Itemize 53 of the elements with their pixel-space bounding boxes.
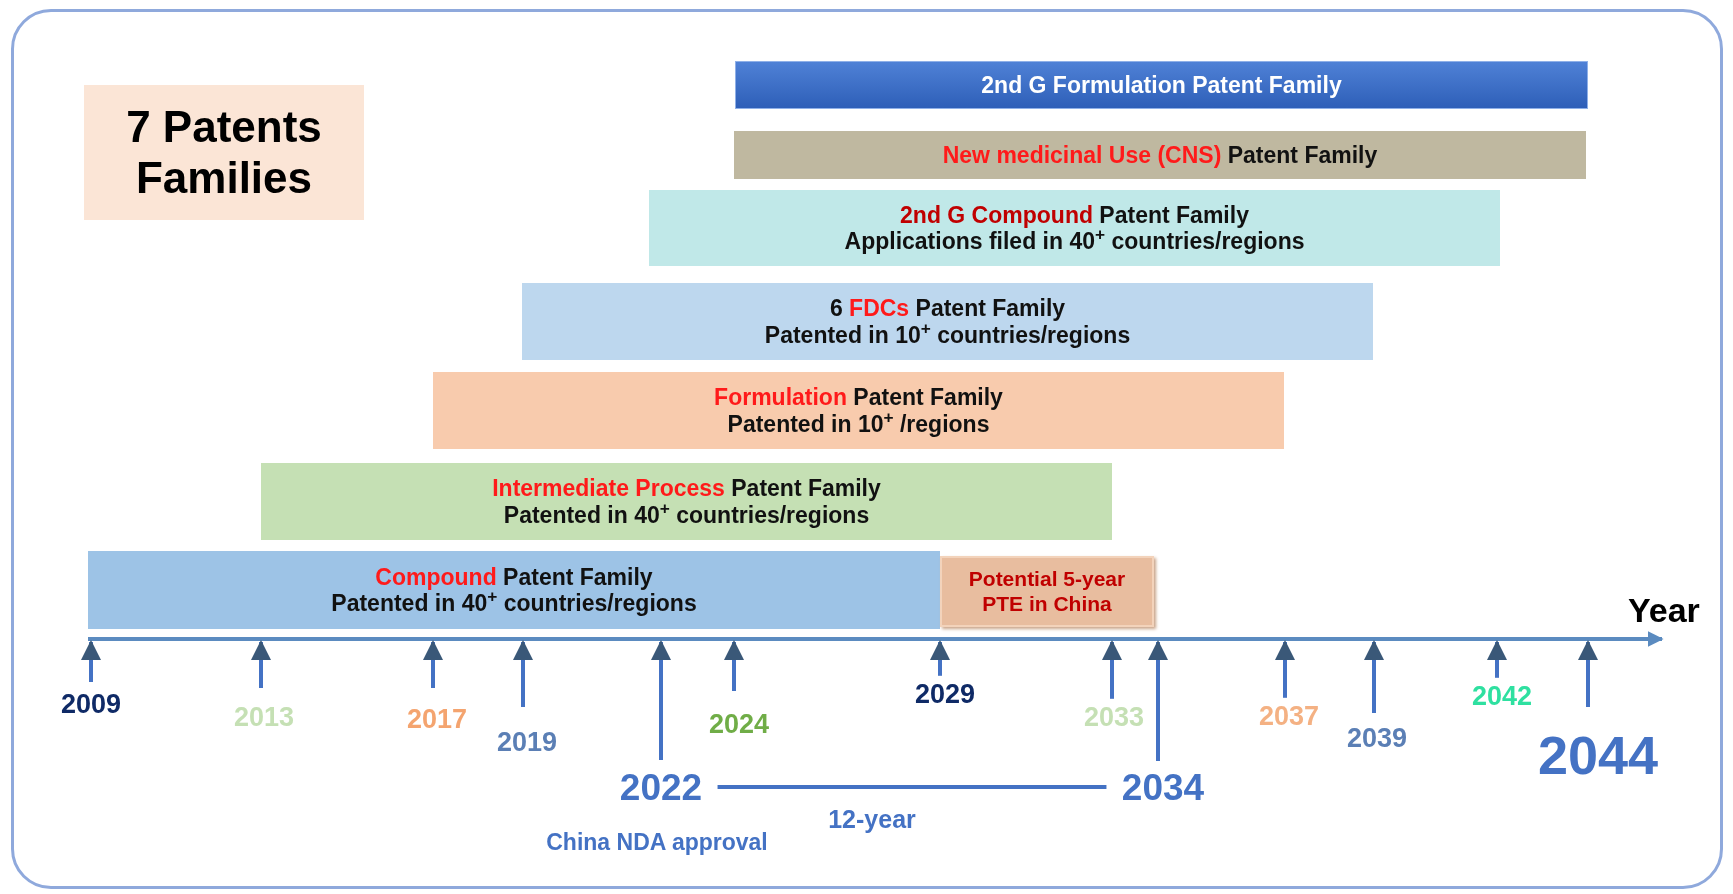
timeline-axis <box>88 631 1664 647</box>
year-label: 2037 <box>1258 702 1320 730</box>
year-label: 2022 <box>619 768 703 806</box>
bar-text: Potential 5-year PTE in China <box>967 567 1127 616</box>
patent-family-bar <box>522 283 1373 360</box>
bar-text: Applications filed in 40$^{+}$ countries/regions <box>844 228 1305 255</box>
tick-arrow <box>251 640 271 688</box>
pte-box <box>940 556 1154 627</box>
bar-text: Patented in 10$^{+}$ countries/regions <box>764 321 1131 348</box>
tick-arrow <box>1148 640 1168 761</box>
tick-arrow <box>1275 640 1295 698</box>
title-text: 7 Patents Families <box>125 101 323 204</box>
year-label: 2024 <box>708 710 770 738</box>
patent-family-bar <box>88 551 940 629</box>
bar-text: 2nd G Compound Patent Family <box>900 201 1249 228</box>
patent-family-bar <box>261 463 1112 540</box>
year-label: 2009 <box>60 690 122 718</box>
bar-text: Compound Patent Family <box>375 563 653 590</box>
year-label: 2019 <box>496 728 558 756</box>
span-line <box>717 785 1107 789</box>
year-label: 2033 <box>1083 703 1145 731</box>
year-label: 2017 <box>406 705 468 733</box>
year-label: 2039 <box>1346 724 1408 752</box>
year-label: 2029 <box>914 680 976 708</box>
bar-text: Patented in 40$^{+}$ countries/regions <box>331 590 697 617</box>
patent-family-bar <box>734 131 1586 179</box>
tick-arrow <box>651 640 671 760</box>
bar-text: Patented in 40$^{+}$ countries/regions <box>503 501 870 528</box>
year-label: 2042 <box>1471 682 1533 710</box>
bar-text: 6 FDCs Patent Family <box>829 295 1066 322</box>
year-label: 2013 <box>233 703 295 731</box>
tick-arrow <box>423 640 443 688</box>
milestone-note: China NDA approval <box>546 827 768 857</box>
bar-text: New medicinal Use (CNS) Patent Family <box>942 141 1378 169</box>
bar-text: Intermediate Process Patent Family <box>492 475 881 502</box>
tick-arrow <box>930 640 950 676</box>
bar-text: Formulation Patent Family <box>714 384 1003 411</box>
bar-text: 2nd G Formulation Patent Family <box>981 71 1342 99</box>
patent-family-bar <box>735 61 1588 109</box>
tick-arrow <box>81 640 101 682</box>
tick-arrow <box>1102 640 1122 699</box>
tick-arrow <box>724 640 744 691</box>
tick-arrow <box>1578 640 1598 707</box>
year-label: 2034 <box>1121 768 1205 806</box>
bar-text: Patented in 10$^{+}$ /regions <box>727 410 990 437</box>
title-box <box>84 85 364 220</box>
year-label: 2044 <box>1537 728 1659 782</box>
patent-family-bar <box>433 372 1284 449</box>
tick-arrow <box>513 640 533 707</box>
axis-label: Year <box>1628 593 1700 627</box>
tick-arrow <box>1487 640 1507 678</box>
tick-arrow <box>1364 640 1384 713</box>
patent-family-bar <box>649 190 1500 266</box>
